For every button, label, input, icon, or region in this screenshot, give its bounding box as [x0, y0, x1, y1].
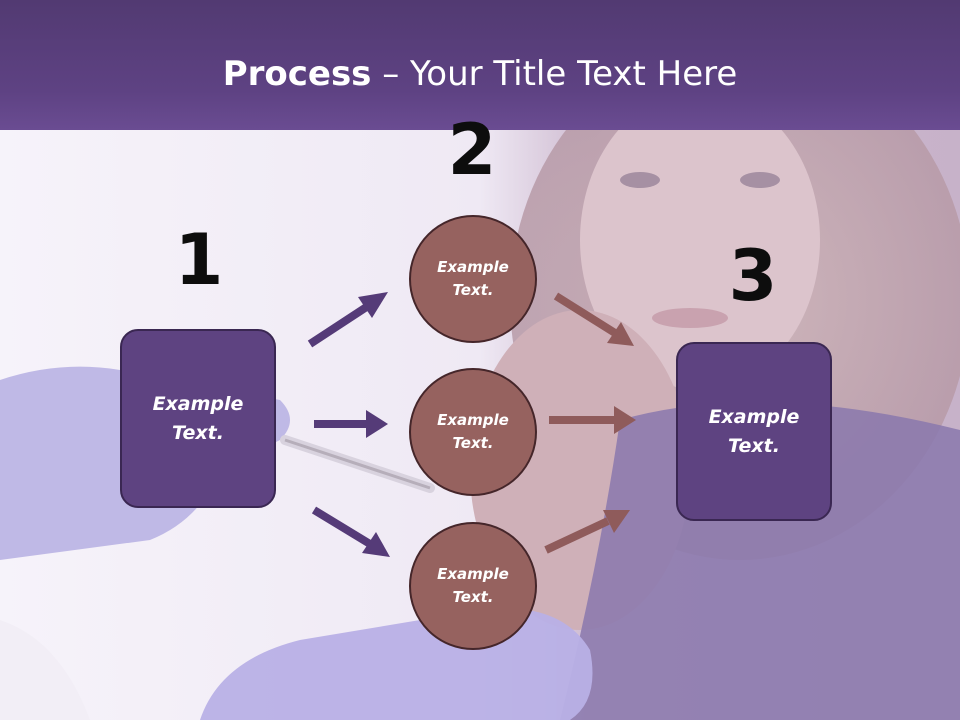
title-bold: Process [222, 54, 372, 94]
step-3-box: Example Text. [676, 342, 832, 521]
arrow-bottom-to-3 [544, 510, 630, 554]
arrow-top-to-3 [553, 292, 634, 346]
arrow-1-to-bottom [311, 506, 390, 557]
arrow-1-to-top [307, 292, 388, 348]
circle-middle-text: Example Text. [437, 409, 509, 455]
slide-title: Process – Your Title Text Here [0, 52, 960, 96]
step-number-3: 3 [728, 235, 778, 317]
title-band [0, 0, 960, 130]
step-1-box: Example Text. [120, 329, 276, 508]
step-3-line-1: Example [708, 405, 800, 428]
step-2-circle-top: Example Text. [409, 215, 537, 343]
step-number-1: 1 [174, 219, 224, 301]
circle-top-line-2: Text. [452, 281, 494, 299]
step-number-2: 2 [447, 109, 497, 191]
step-3-text: Example Text. [709, 403, 800, 461]
arrow-1-to-middle [314, 410, 388, 438]
step-1-line-1: Example [152, 392, 244, 415]
circle-bottom-line-2: Text. [452, 588, 494, 606]
step-1-text: Example Text. [153, 390, 244, 448]
step-2-circle-middle: Example Text. [409, 368, 537, 496]
circle-middle-line-2: Text. [452, 434, 494, 452]
arrow-middle-to-3 [549, 406, 636, 434]
circle-middle-line-1: Example [437, 411, 509, 429]
circle-bottom-line-1: Example [437, 565, 509, 583]
step-3-line-2: Text. [728, 434, 780, 457]
circle-top-text: Example Text. [437, 256, 509, 302]
step-1-line-2: Text. [172, 421, 224, 444]
step-2-circle-bottom: Example Text. [409, 522, 537, 650]
circle-bottom-text: Example Text. [437, 563, 509, 609]
circle-top-line-1: Example [437, 258, 509, 276]
title-rest: – Your Title Text Here [371, 54, 738, 94]
